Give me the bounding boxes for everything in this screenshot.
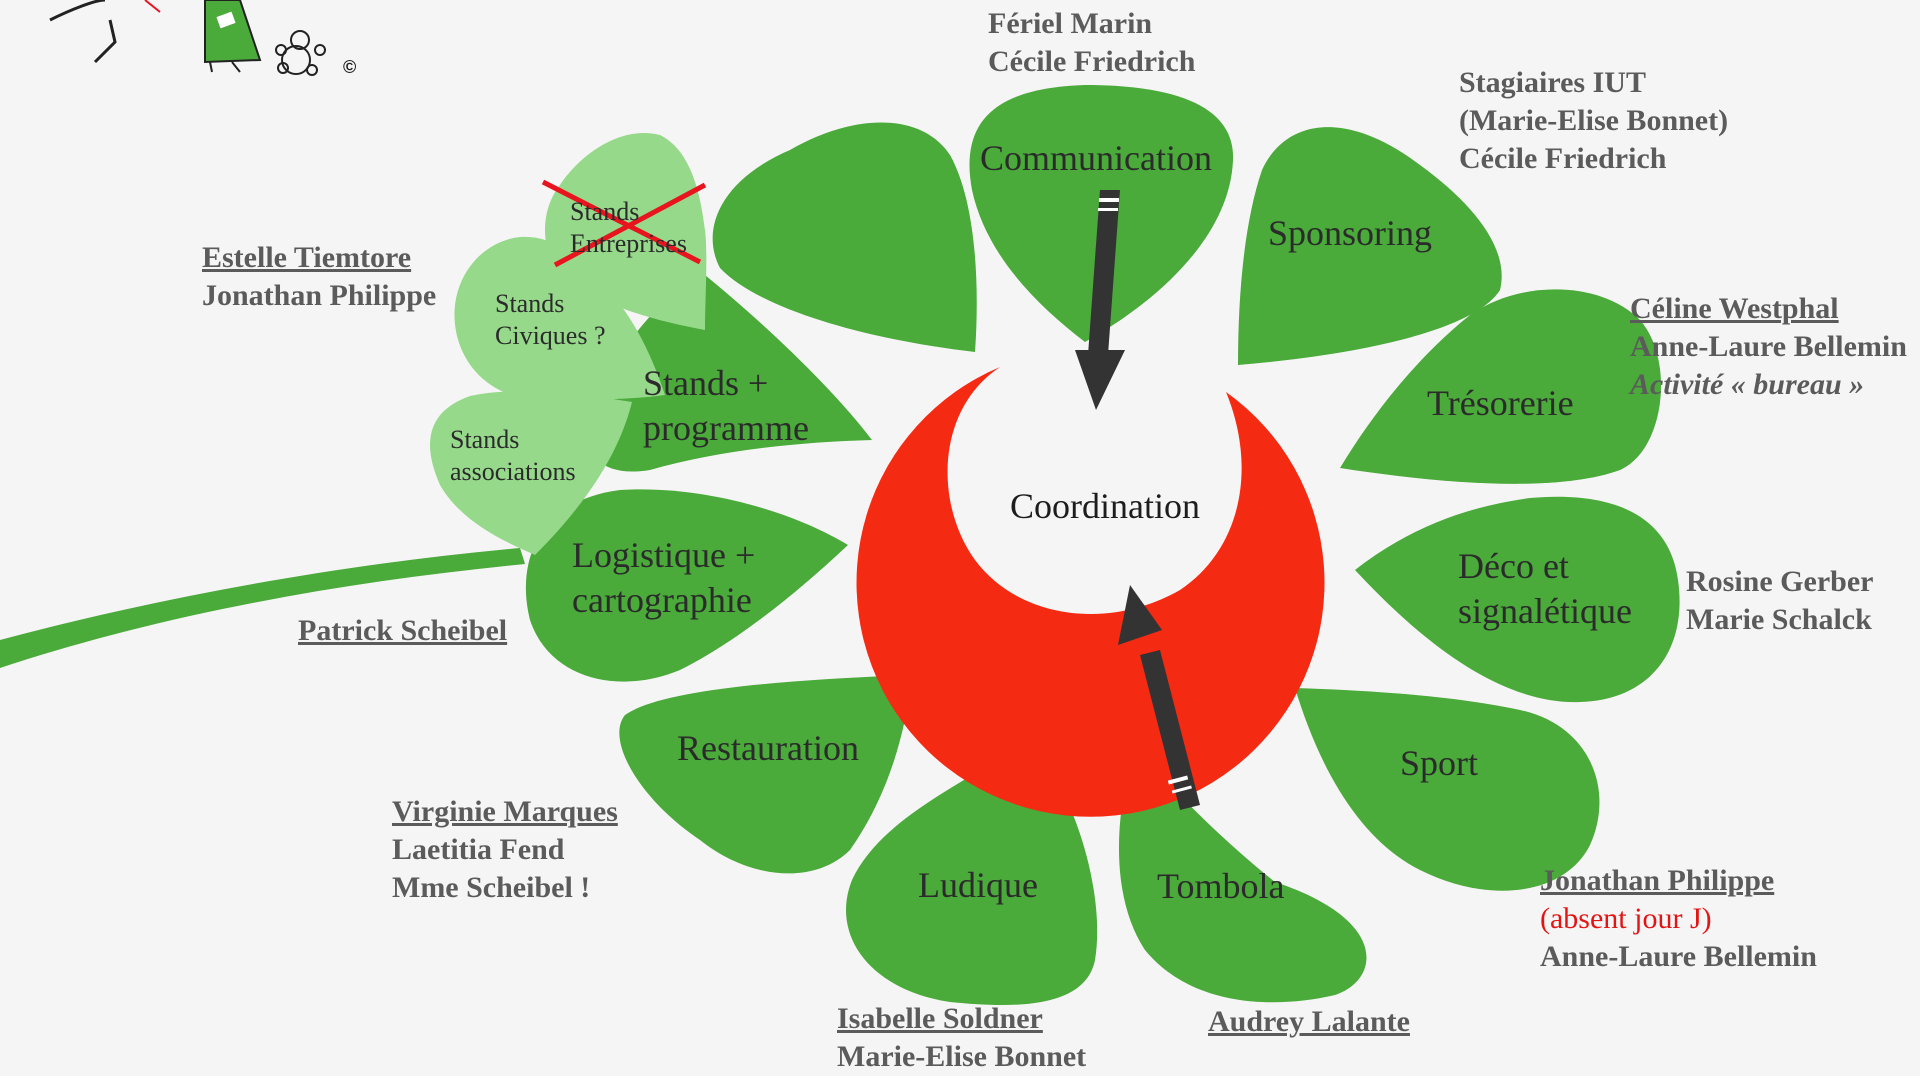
- people-communication: Fériel Marin Cécile Friedrich: [988, 5, 1195, 81]
- people-stands: Estelle Tiemtore Jonathan Philippe: [202, 239, 436, 315]
- person-name-lead: Audrey Lalante: [1208, 1005, 1410, 1038]
- logo-illustration: ©: [49, 0, 356, 77]
- label-logistique-line2: cartographie: [572, 580, 752, 620]
- label-entreprises-line1: Stands: [570, 197, 639, 226]
- label-deco-line2: signalétique: [1458, 591, 1632, 631]
- label-tombola: Tombola: [1157, 866, 1284, 906]
- petal-top-left: [712, 122, 977, 352]
- activity-note: Activité « bureau »: [1630, 368, 1865, 401]
- person-name: Rosine Gerber: [1686, 565, 1874, 598]
- label-sport: Sport: [1400, 743, 1478, 783]
- sub-petal-civiques: [454, 236, 665, 400]
- arrow-down: [1075, 190, 1125, 410]
- label-coordination: Coordination: [1010, 486, 1200, 526]
- person-name-lead: Jonathan Philippe: [1540, 864, 1775, 897]
- sub-petal-associations: [430, 391, 632, 555]
- label-stands-line1: Stands +: [643, 363, 768, 403]
- person-name: Stagiaires IUT: [1459, 66, 1646, 99]
- label-restauration: Restauration: [677, 728, 859, 768]
- person-name: Cécile Friedrich: [1459, 142, 1667, 175]
- label-ludique: Ludique: [918, 865, 1038, 905]
- person-name: Marie Schalck: [1686, 603, 1872, 636]
- cross-out-line-2: [553, 182, 707, 268]
- petal-tresorerie: [1340, 289, 1662, 484]
- petal-stands: [586, 275, 872, 472]
- petal-sponsoring: [1238, 127, 1502, 366]
- person-name: Laetitia Fend: [392, 833, 565, 866]
- stem: [0, 548, 525, 668]
- person-name-lead: Patrick Scheibel: [298, 614, 508, 647]
- label-logistique-line1: Logistique +: [572, 535, 755, 575]
- people-deco: Rosine Gerber Marie Schalck: [1686, 563, 1873, 639]
- petal-restauration: [619, 675, 912, 874]
- petal-logistique: [525, 489, 848, 682]
- person-name: Cécile Friedrich: [988, 45, 1196, 78]
- people-sport: Jonathan Philippe (absent jour J) Anne-L…: [1540, 862, 1817, 976]
- coordination-crescent: [856, 367, 1325, 817]
- person-name: Jonathan Philippe: [202, 279, 437, 312]
- person-name: Mme Scheibel !: [392, 871, 591, 904]
- person-name: Marie-Elise Bonnet: [837, 1040, 1087, 1073]
- cross-out-line-1: [541, 179, 702, 265]
- absent-note: (absent jour J): [1540, 902, 1712, 935]
- person-name-lead: Estelle Tiemtore: [202, 241, 412, 274]
- label-civiques-line1: Stands: [495, 289, 564, 318]
- people-ludique: Isabelle Soldner Marie-Elise Bonnet: [837, 1000, 1086, 1076]
- label-stands-line2: programme: [643, 408, 809, 448]
- person-name-lead: Céline Westphal: [1630, 292, 1839, 325]
- label-deco-line1: Déco et: [1458, 546, 1569, 586]
- person-name-lead: Virginie Marques: [392, 795, 618, 828]
- label-entreprises-line2: Entreprises: [570, 229, 687, 258]
- copyright-mark: ©: [343, 57, 356, 77]
- people-restauration: Virginie Marques Laetitia Fend Mme Schei…: [392, 793, 618, 907]
- petal-deco: [1355, 496, 1680, 703]
- label-civiques-line2: Civiques ?: [495, 321, 606, 350]
- person-name: Anne-Laure Bellemin: [1540, 940, 1817, 973]
- person-name: Fériel Marin: [988, 7, 1153, 40]
- people-logistique: Patrick Scheibel: [298, 612, 507, 650]
- people-tresorerie: Céline Westphal Anne-Laure Bellemin Acti…: [1630, 290, 1907, 404]
- person-name-lead: Isabelle Soldner: [837, 1002, 1043, 1035]
- person-name: Anne-Laure Bellemin: [1630, 330, 1907, 363]
- label-tresorerie: Trésorerie: [1427, 383, 1574, 423]
- people-sponsoring: Stagiaires IUT (Marie-Elise Bonnet) Céci…: [1459, 64, 1728, 178]
- people-tombola: Audrey Lalante: [1208, 1003, 1410, 1041]
- petal-sport: [1295, 688, 1600, 891]
- label-communication: Communication: [980, 138, 1212, 178]
- label-sponsoring: Sponsoring: [1268, 213, 1432, 253]
- person-name: (Marie-Elise Bonnet): [1459, 104, 1729, 137]
- label-associations-line1: Stands: [450, 425, 519, 454]
- arrow-up: [1118, 585, 1200, 810]
- label-associations-line2: associations: [450, 457, 576, 486]
